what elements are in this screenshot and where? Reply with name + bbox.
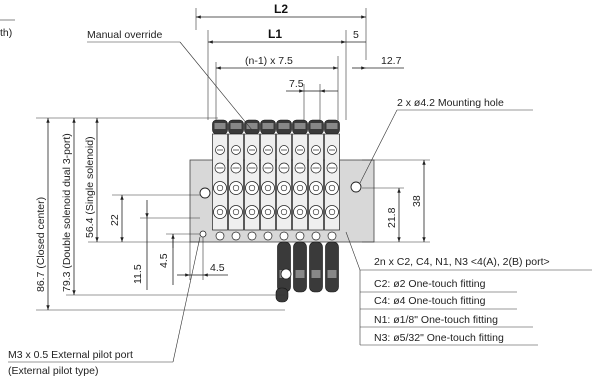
port-fitting-b-bore: [296, 208, 304, 216]
coil-window: [230, 123, 242, 129]
mounting-hole-label: 2 x ø4.2 Mounting hole: [397, 97, 504, 109]
callouts: Manual override 2 x ø4.2 Mounting hole 2…: [8, 29, 592, 377]
external-pilot-port-label: M3 x 0.5 External pilot port: [8, 349, 133, 361]
left-dimensions: 86.7 (Closed center) 79.3 (Double soleno…: [35, 117, 285, 311]
external-pilot-port: [199, 230, 207, 238]
port-fitting-a-bore: [296, 184, 304, 192]
dim-86-7-label: 86.7 (Closed center): [35, 197, 47, 292]
coil-window: [294, 123, 306, 129]
lower-solenoid: [293, 241, 307, 293]
l1-label: L1: [268, 27, 282, 41]
coil-window: [214, 123, 226, 129]
coil-window: [310, 123, 322, 129]
port-fitting-a-bore: [248, 184, 256, 192]
port-n1-label: N1: ø1/8" One-touch fitting: [374, 314, 498, 326]
port-fitting-b-bore: [328, 208, 336, 216]
port-fitting-b-bore: [216, 208, 224, 216]
port-fitting-b-bore: [264, 208, 272, 216]
port-fitting-b-bore: [248, 208, 256, 216]
pitch-label: (n-1) x 7.5: [245, 55, 293, 67]
port-fitting-c: [231, 231, 241, 241]
port-fitting-b-bore: [312, 208, 320, 216]
port-fitting-a-bore: [216, 184, 224, 192]
dim-4-5-vertical-label: 4.5: [158, 253, 170, 268]
coil-window: [262, 123, 274, 129]
lower-screw: [280, 268, 292, 280]
port-fitting-a-bore: [264, 184, 272, 192]
lower-solenoid: [277, 241, 291, 293]
dim-11-5-label: 11.5: [132, 264, 144, 284]
coil-window: [326, 123, 338, 129]
port-fitting-a-bore: [232, 184, 240, 192]
port-fitting-a-bore: [312, 184, 320, 192]
port-c4-label: C4: ø4 One-touch fitting: [374, 295, 486, 307]
port-c2-label: C2: ø2 One-touch fitting: [374, 278, 486, 290]
coil-window: [246, 123, 258, 129]
manifold-body: [189, 119, 375, 303]
dim-21-8-label: 21.8: [386, 207, 398, 228]
manual-override-label: Manual override: [87, 29, 162, 41]
port-n3-label: N3: ø5/32" One-touch fitting: [374, 332, 504, 344]
dim-79-3-label: 79.3 (Double solenoid dual 3-port): [61, 133, 73, 292]
port-fitting-a-bore: [328, 184, 336, 192]
port-fitting-c: [279, 231, 289, 241]
lower-coil-window: [295, 270, 305, 278]
edge-fragment-text: th): [0, 27, 12, 39]
port-fitting-a-bore: [280, 184, 288, 192]
right-dimensions: 38 21.8: [362, 159, 430, 243]
port-fitting-b-bore: [280, 208, 288, 216]
lower-solenoid: [325, 241, 339, 293]
dim-38-label: 38: [411, 195, 423, 207]
coil-window: [278, 123, 290, 129]
dim-22-label: 22: [109, 214, 121, 226]
dim-7-5-label: 7.5: [289, 78, 304, 90]
lower-coil-window: [311, 270, 321, 278]
bottom-dimensions: 4.5: [177, 237, 228, 280]
port-fitting-c: [295, 231, 305, 241]
port-fitting-b-bore: [232, 208, 240, 216]
port-title-label: 2n x C2, C4, N1, N3 <4(A), 2(B) port>: [374, 256, 550, 268]
l2-label: L2: [274, 2, 288, 16]
lower-solenoid: [309, 241, 323, 293]
dim-4-5-horizontal-label: 4.5: [210, 262, 225, 274]
mounting-hole-right: [350, 181, 362, 193]
lower-coil-window: [327, 270, 337, 278]
mounting-hole-left: [199, 187, 211, 199]
external-pilot-type-label: (External pilot type): [8, 365, 98, 377]
valve-stack: [212, 119, 340, 303]
port-fitting-c: [247, 231, 257, 241]
port-fitting-c: [263, 231, 273, 241]
port-fitting-c: [327, 231, 337, 241]
dim-5-label: 5: [353, 29, 359, 41]
port-fitting-c: [311, 231, 321, 241]
port-fitting-c: [215, 231, 225, 241]
top-dimensions: L2 L1 5 (n-1) x 7.5 12.7 7.5: [195, 2, 404, 120]
dim-56-4-label: 56.4 (Single solenoid): [84, 136, 96, 238]
dim-12-7-label: 12.7: [381, 55, 402, 67]
